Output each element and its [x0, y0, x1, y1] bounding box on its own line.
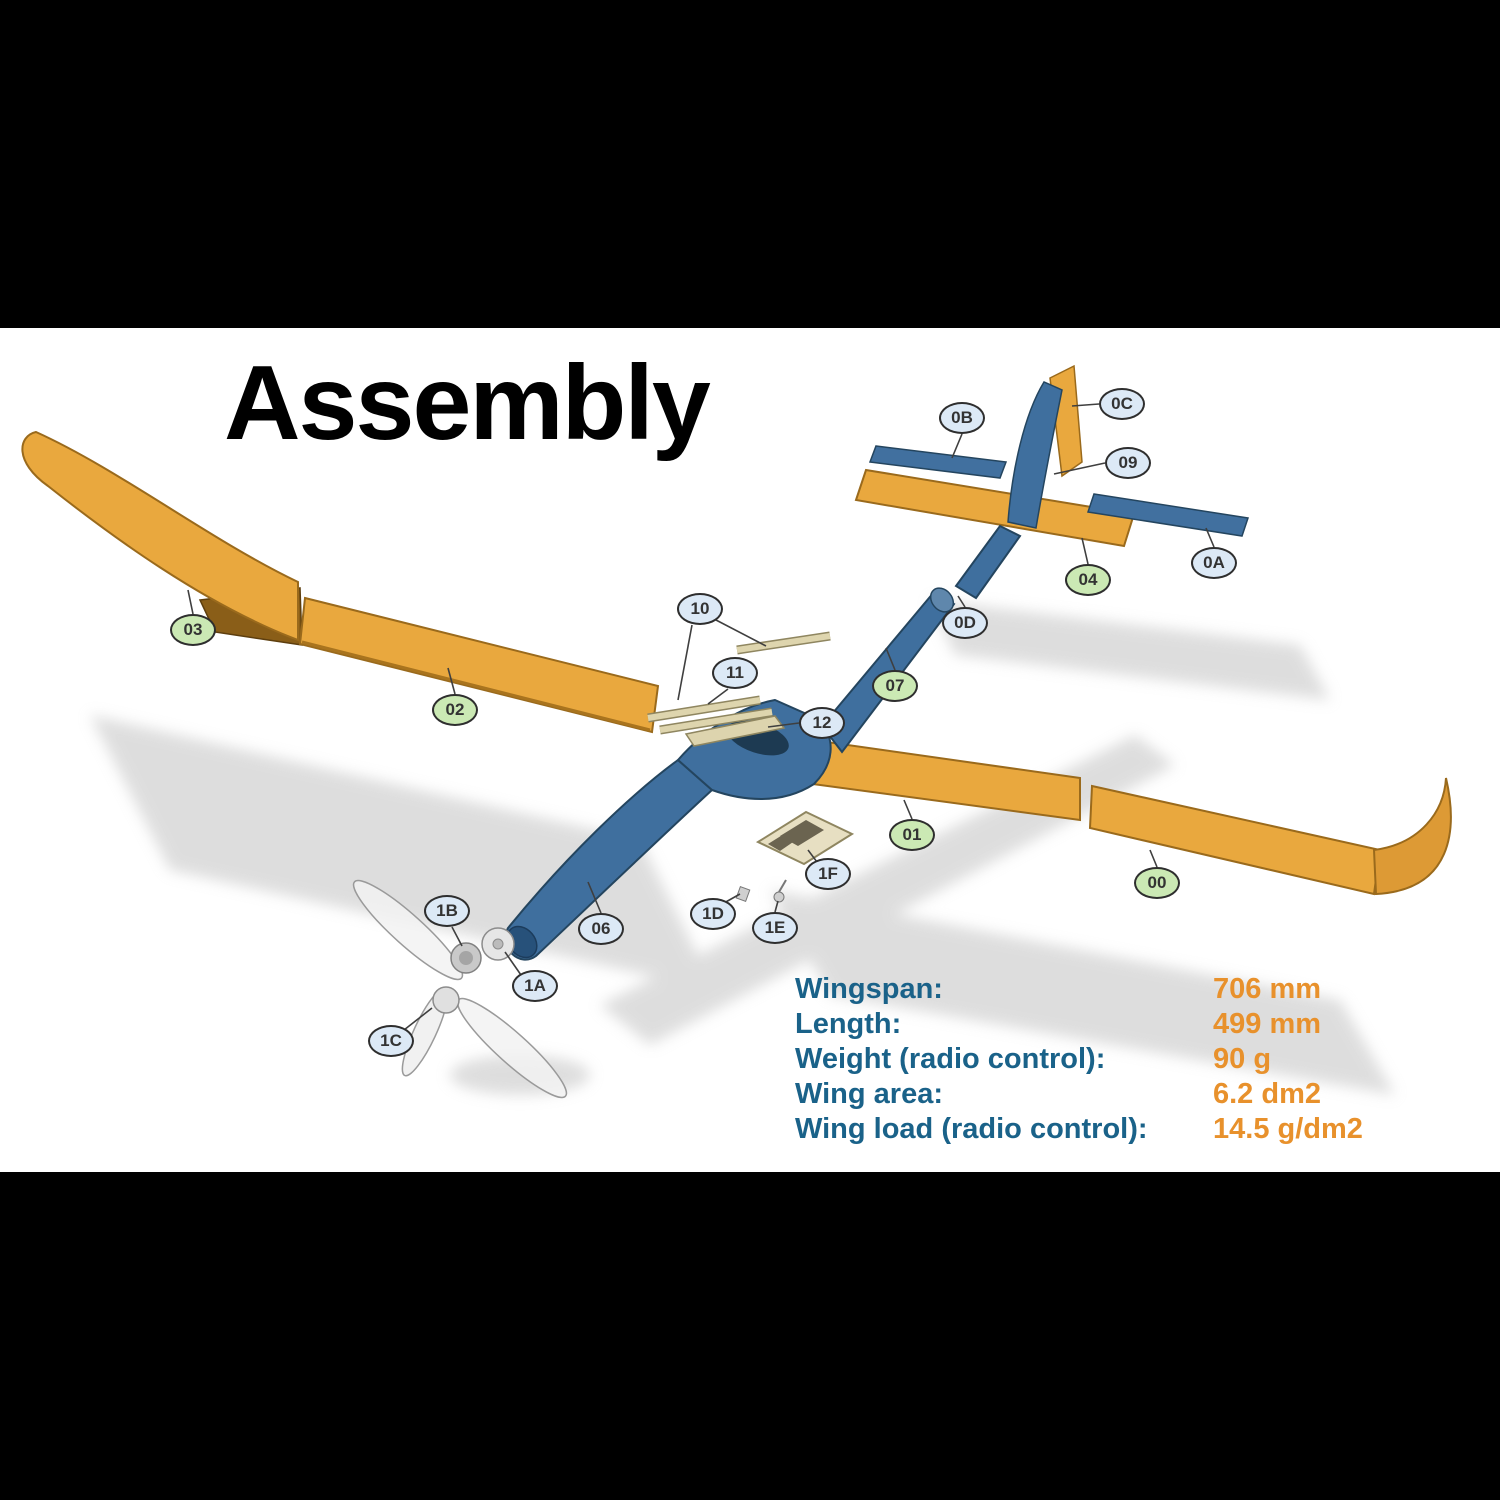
callout-03: 03	[170, 614, 216, 646]
wing-panel-02	[298, 596, 660, 734]
callout-1E: 1E	[752, 912, 798, 944]
callout-02: 02	[432, 694, 478, 726]
callout-0D: 0D	[942, 607, 988, 639]
spec-row-wing-area: Wing area: 6.2 dm2	[795, 1077, 1435, 1112]
wing-panel-03	[21, 430, 303, 646]
fuselage	[504, 524, 1022, 961]
spec-label: Wingspan:	[795, 973, 943, 1005]
elevator-strip-0B	[868, 445, 1008, 479]
small-parts	[647, 631, 855, 903]
propeller-assembly	[352, 879, 568, 1099]
callout-01: 01	[889, 819, 935, 851]
spar-plate-12	[684, 715, 786, 747]
page-title: Assembly	[224, 344, 711, 462]
spec-label: Length:	[795, 1008, 902, 1040]
spec-value: 14.5 g/dm2	[1213, 1113, 1363, 1145]
spinner-1C	[432, 986, 460, 1014]
callout-0C: 0C	[1099, 388, 1145, 420]
spec-label: Weight (radio control):	[795, 1043, 1106, 1075]
spec-label: Wing load (radio control):	[795, 1113, 1148, 1145]
spec-row-length: Length: 499 mm	[795, 1007, 1435, 1042]
callout-1B: 1B	[424, 895, 470, 927]
linkage-1D	[735, 886, 751, 902]
spec-value: 90 g	[1213, 1043, 1272, 1075]
callout-0B: 0B	[939, 402, 985, 434]
callout-1C: 1C	[368, 1025, 414, 1057]
assembly-diagram	[21, 364, 1452, 1099]
spec-label: Wing area:	[795, 1078, 943, 1110]
callout-06: 06	[578, 913, 624, 945]
callout-1A: 1A	[512, 970, 558, 1002]
spec-row-weight: Weight (radio control): 90 g	[795, 1042, 1435, 1077]
callout-1D: 1D	[690, 898, 736, 930]
callout-07: 07	[872, 670, 918, 702]
leader-lines	[187, 403, 1215, 1031]
spec-row-wing-load: Wing load (radio control): 14.5 g/dm2	[795, 1112, 1435, 1147]
specs-table: Wingspan: 706 mm Length: 499 mm Weight (…	[795, 972, 1435, 1147]
callout-00: 00	[1134, 867, 1180, 899]
elevator-strip-0A	[1087, 493, 1249, 537]
callout-04: 04	[1065, 564, 1111, 596]
spec-row-wingspan: Wingspan: 706 mm	[795, 972, 1435, 1007]
callout-10: 10	[677, 593, 723, 625]
callout-1F: 1F	[805, 858, 851, 890]
spec-value: 6.2 dm2	[1213, 1078, 1321, 1110]
spec-value: 706 mm	[1213, 973, 1322, 1005]
callout-0A: 0A	[1191, 547, 1237, 579]
horn-1E	[773, 891, 785, 903]
vertical-fin	[1007, 364, 1083, 529]
callout-11: 11	[712, 657, 758, 689]
spec-value: 499 mm	[1213, 1008, 1322, 1040]
wing-panel-00	[1088, 777, 1452, 896]
aft-boom-0D	[954, 524, 1022, 600]
callout-12: 12	[799, 707, 845, 739]
horizontal-stabilizer-04	[854, 468, 1136, 548]
nose-cone-06	[504, 758, 714, 961]
prop-blade	[352, 879, 464, 981]
callout-09: 09	[1105, 447, 1151, 479]
